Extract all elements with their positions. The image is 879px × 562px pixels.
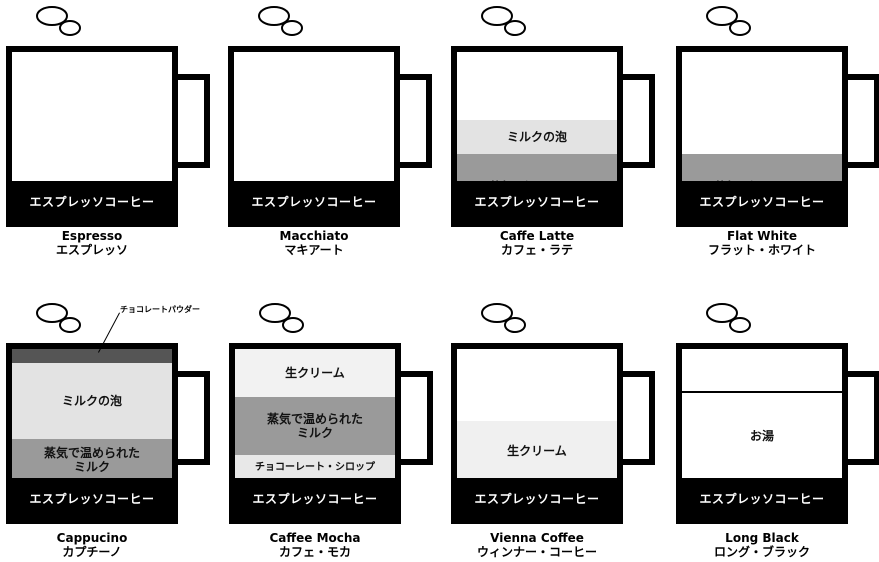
steam-icon xyxy=(481,6,526,36)
cup-handle xyxy=(617,371,655,465)
drink-name-en: Espresso xyxy=(61,229,123,243)
chocolate-powder-callout: チョコレートパウダー xyxy=(120,305,200,314)
cup-body: エスプレッソコーヒー xyxy=(6,46,178,227)
drink-name-en: Cappucino xyxy=(56,531,128,545)
drink-name-ja: カフェ・モカ xyxy=(278,545,351,559)
cup-handle xyxy=(172,74,210,168)
espresso-base: エスプレッソコーヒー xyxy=(682,181,842,221)
steam-icon xyxy=(258,6,303,36)
steam-icon xyxy=(259,303,304,333)
drink-name-ja: フラット・ホワイト xyxy=(707,243,816,257)
steam-icon xyxy=(36,303,81,333)
cup-layer: 蒸気で温められた ミルク xyxy=(235,397,395,455)
steam-icon xyxy=(481,303,526,333)
drink-name-en: Flat White xyxy=(726,229,798,243)
steam-icon xyxy=(706,303,751,333)
cup-handle xyxy=(172,371,210,465)
drink-name-en: Macchiato xyxy=(279,229,349,243)
cup-layer: チョコーレート・シロップ xyxy=(235,455,395,481)
drink-name-ja: マキアート xyxy=(284,243,344,257)
espresso-base: エスプレッソコーヒー xyxy=(12,181,172,221)
water-line xyxy=(682,391,842,393)
steam-icon xyxy=(706,6,751,36)
cup-layer: 生クリーム xyxy=(235,349,395,397)
cup-layer: ミルクの泡 xyxy=(457,120,617,154)
espresso-base: エスプレッソコーヒー xyxy=(682,478,842,518)
espresso-base: エスプレッソコーヒー xyxy=(457,181,617,221)
drink-name-ja: ロング・ブラック xyxy=(713,545,810,559)
cup-handle xyxy=(842,371,879,465)
cup-handle xyxy=(394,74,432,168)
cup-layer xyxy=(12,349,172,363)
cup-layer: 生クリーム xyxy=(457,421,617,481)
cup-body: 生クリームエスプレッソコーヒー xyxy=(451,343,623,524)
drink-name-en: Long Black xyxy=(725,531,799,545)
cup-layer: ミルクの泡 xyxy=(12,363,172,439)
cup-layer: 蒸気で温められた ミルク xyxy=(12,439,172,481)
steam-icon xyxy=(36,6,81,36)
espresso-base: エスプレッソコーヒー xyxy=(457,478,617,518)
cup-body: ミルクの泡蒸気で温められた ミルクエスプレッソコーヒー xyxy=(6,343,178,524)
drink-name-en: Caffe Latte xyxy=(499,229,575,243)
drink-name-ja: ウィンナー・コーヒー xyxy=(476,545,597,559)
espresso-base: エスプレッソコーヒー xyxy=(235,478,395,518)
cup-layer: お湯 xyxy=(682,391,842,481)
cup-body: 生クリーム蒸気で温められた ミルクチョコーレート・シロップエスプレッソコーヒー xyxy=(229,343,401,524)
drink-name-ja: カプチーノ xyxy=(62,545,122,559)
espresso-base: エスプレッソコーヒー xyxy=(12,478,172,518)
drink-name-en: Caffee Mocha xyxy=(269,531,361,545)
cup-handle xyxy=(617,74,655,168)
cup-body: お湯エスプレッソコーヒー xyxy=(676,343,848,524)
espresso-base: エスプレッソコーヒー xyxy=(234,181,394,221)
drink-name-ja: カフェ・ラテ xyxy=(500,243,573,257)
drink-name-ja: エスプレッソ xyxy=(55,243,128,257)
drink-name-en: Vienna Coffee xyxy=(490,531,584,545)
cup-handle xyxy=(842,74,879,168)
cup-handle xyxy=(395,371,433,465)
